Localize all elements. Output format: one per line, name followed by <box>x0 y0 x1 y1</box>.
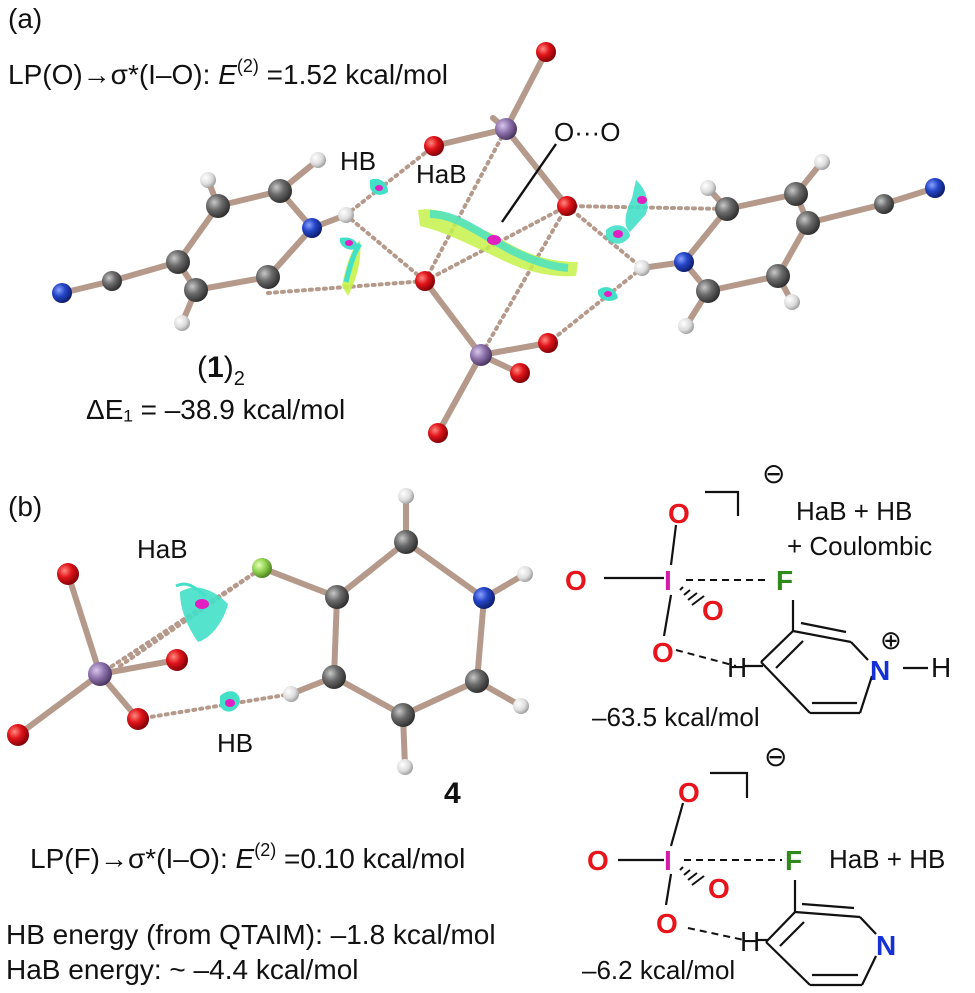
scheme-top-energy: –63.5 kcal/mol <box>592 702 760 732</box>
panel-b-compound-4-model <box>7 488 533 775</box>
panel-b-hb-label: HB <box>217 728 253 758</box>
panel-a-atoms <box>52 42 945 443</box>
scheme-bottom-charge: ⊖ <box>764 741 787 772</box>
panel-b-label: (b) <box>8 491 42 522</box>
scheme-bottom-fluorine: F <box>785 845 802 876</box>
panel-b-nci-surfaces <box>175 582 240 712</box>
dimer-label: (1)2 <box>197 351 245 390</box>
scheme-top-o-bottom: O <box>652 637 674 668</box>
scheme-bottom-h: H <box>740 926 760 957</box>
panel-a-dimer-model <box>52 42 945 443</box>
scheme-bottom-iodine: I <box>664 845 672 876</box>
scheme-bottom-nitrogen: N <box>876 930 896 961</box>
panel-a-nbo-text: LP(O)→σ*(I–O): E(2) =1.52 kcal/mol <box>8 56 448 90</box>
scheme-bottom-o-left: O <box>587 845 609 876</box>
scheme-bottom: ⊖ O I O O O F N H HaB + HB –6.2 kcal/mol <box>582 741 945 987</box>
panel-a-hab-label: HaB <box>416 159 467 189</box>
scheme-bottom-interaction: HaB + HB <box>829 844 945 874</box>
panel-a-dimer-energy: ΔE₁ = –38.9 kcal/mol <box>86 394 345 425</box>
scheme-top-iodine: I <box>664 565 672 596</box>
scheme-bottom-o-right: O <box>708 873 730 904</box>
panel-b-bonds <box>15 493 528 770</box>
scheme-top-fluorine: F <box>776 565 793 596</box>
scheme-top-interaction-1: HaB + HB <box>796 496 912 526</box>
scheme-top-h-right: H <box>931 652 951 683</box>
oo-pointer-line <box>501 143 557 223</box>
scheme-top-o-left: O <box>565 565 587 596</box>
panel-b-hb-energy: HB energy (from QTAIM): –1.8 kcal/mol <box>6 919 496 950</box>
scheme-top-h-left: H <box>727 652 747 683</box>
scheme-top-nitrogen: N <box>870 655 890 686</box>
panel-a-hb-label: HB <box>340 146 376 176</box>
panel-a-oo-label: O···O <box>554 117 620 147</box>
panel-b-hab-energy: HaB energy: ~ –4.4 kcal/mol <box>6 954 359 985</box>
scheme-top-o-top: O <box>668 498 690 529</box>
scheme-top-o-right: O <box>702 595 724 626</box>
scheme-top: ⊖ O I O O O F N ⊕ H H HaB + HB + Coulomb… <box>565 458 951 732</box>
scheme-bottom-o-bottom: O <box>656 908 678 939</box>
panel-b-atoms <box>7 488 533 775</box>
scheme-top-cation-charge: ⊕ <box>880 625 902 655</box>
panel-a-nci-surfaces <box>340 178 648 301</box>
scheme-top-charge: ⊖ <box>762 458 785 489</box>
panel-b-hab-label: HaB <box>137 534 188 564</box>
panel-a-label: (a) <box>8 3 42 34</box>
scheme-bottom-energy: –6.2 kcal/mol <box>582 955 735 985</box>
scheme-bottom-o-top: O <box>678 777 700 808</box>
panel-b-nbo-text: LP(F)→σ*(I–O): E(2) =0.10 kcal/mol <box>30 840 465 874</box>
compound-4-label: 4 <box>444 777 461 810</box>
scheme-top-interaction-2: + Coulombic <box>787 531 932 561</box>
